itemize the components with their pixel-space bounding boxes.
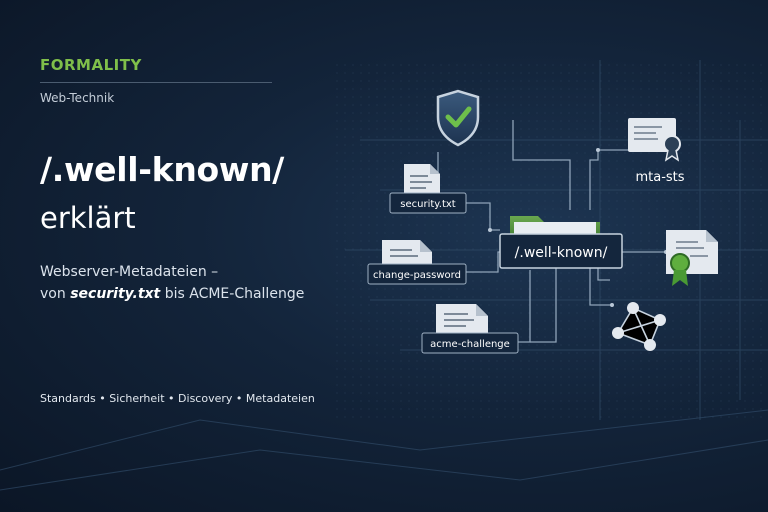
file-label-acme-challenge: acme-challenge [430,339,510,350]
network-graph-icon [612,302,666,351]
well-known-diagram: security.txt change-password acme-challe… [367,89,718,354]
page-title: /.well-known/ [40,150,285,189]
tag-list: Standards • Sicherheit • Discovery • Met… [40,392,315,405]
change-password-node: change-password [367,240,467,285]
brand-logo-text: FORMALITY [40,56,142,74]
award-document-icon [666,230,718,286]
mta-sts-label: mta-sts [635,170,684,185]
subtitle-emphasis: security.txt [70,286,161,302]
certificate-icon [628,118,681,162]
subtitle: Webserver-Metadateien – von security.txt… [40,261,340,305]
page-title-line2: erklärt [40,201,136,235]
tag-separator: • [168,392,179,405]
tag-item: Metadateien [245,392,315,405]
shield-check-icon [436,89,480,147]
subtitle-suffix: bis ACME-Challenge [160,286,305,302]
document-icon [382,240,432,268]
tag-item: Discovery [178,392,233,405]
document-icon [404,164,440,198]
tag-item: Sicherheit [109,392,165,405]
tag-separator: • [235,392,246,405]
document-icon [436,304,488,334]
tag-separator: • [99,392,110,405]
tag-item: Standards [40,392,96,405]
security-txt-node: security.txt [389,164,467,214]
subtitle-prefix: von [40,286,71,302]
acme-challenge-node: acme-challenge [421,304,519,354]
subtitle-line2: von security.txt bis ACME-Challenge [40,283,340,305]
brand-divider [40,82,272,83]
file-label-security-txt: security.txt [400,199,456,210]
subtitle-line1: Webserver-Metadateien – [40,264,219,280]
category-label: Web-Technik [40,91,115,105]
folder-label: /.well-known/ [515,245,608,261]
mta-sts-node: mta-sts [628,118,685,185]
well-known-folder: /.well-known/ [499,216,623,269]
file-label-change-password: change-password [373,270,461,281]
